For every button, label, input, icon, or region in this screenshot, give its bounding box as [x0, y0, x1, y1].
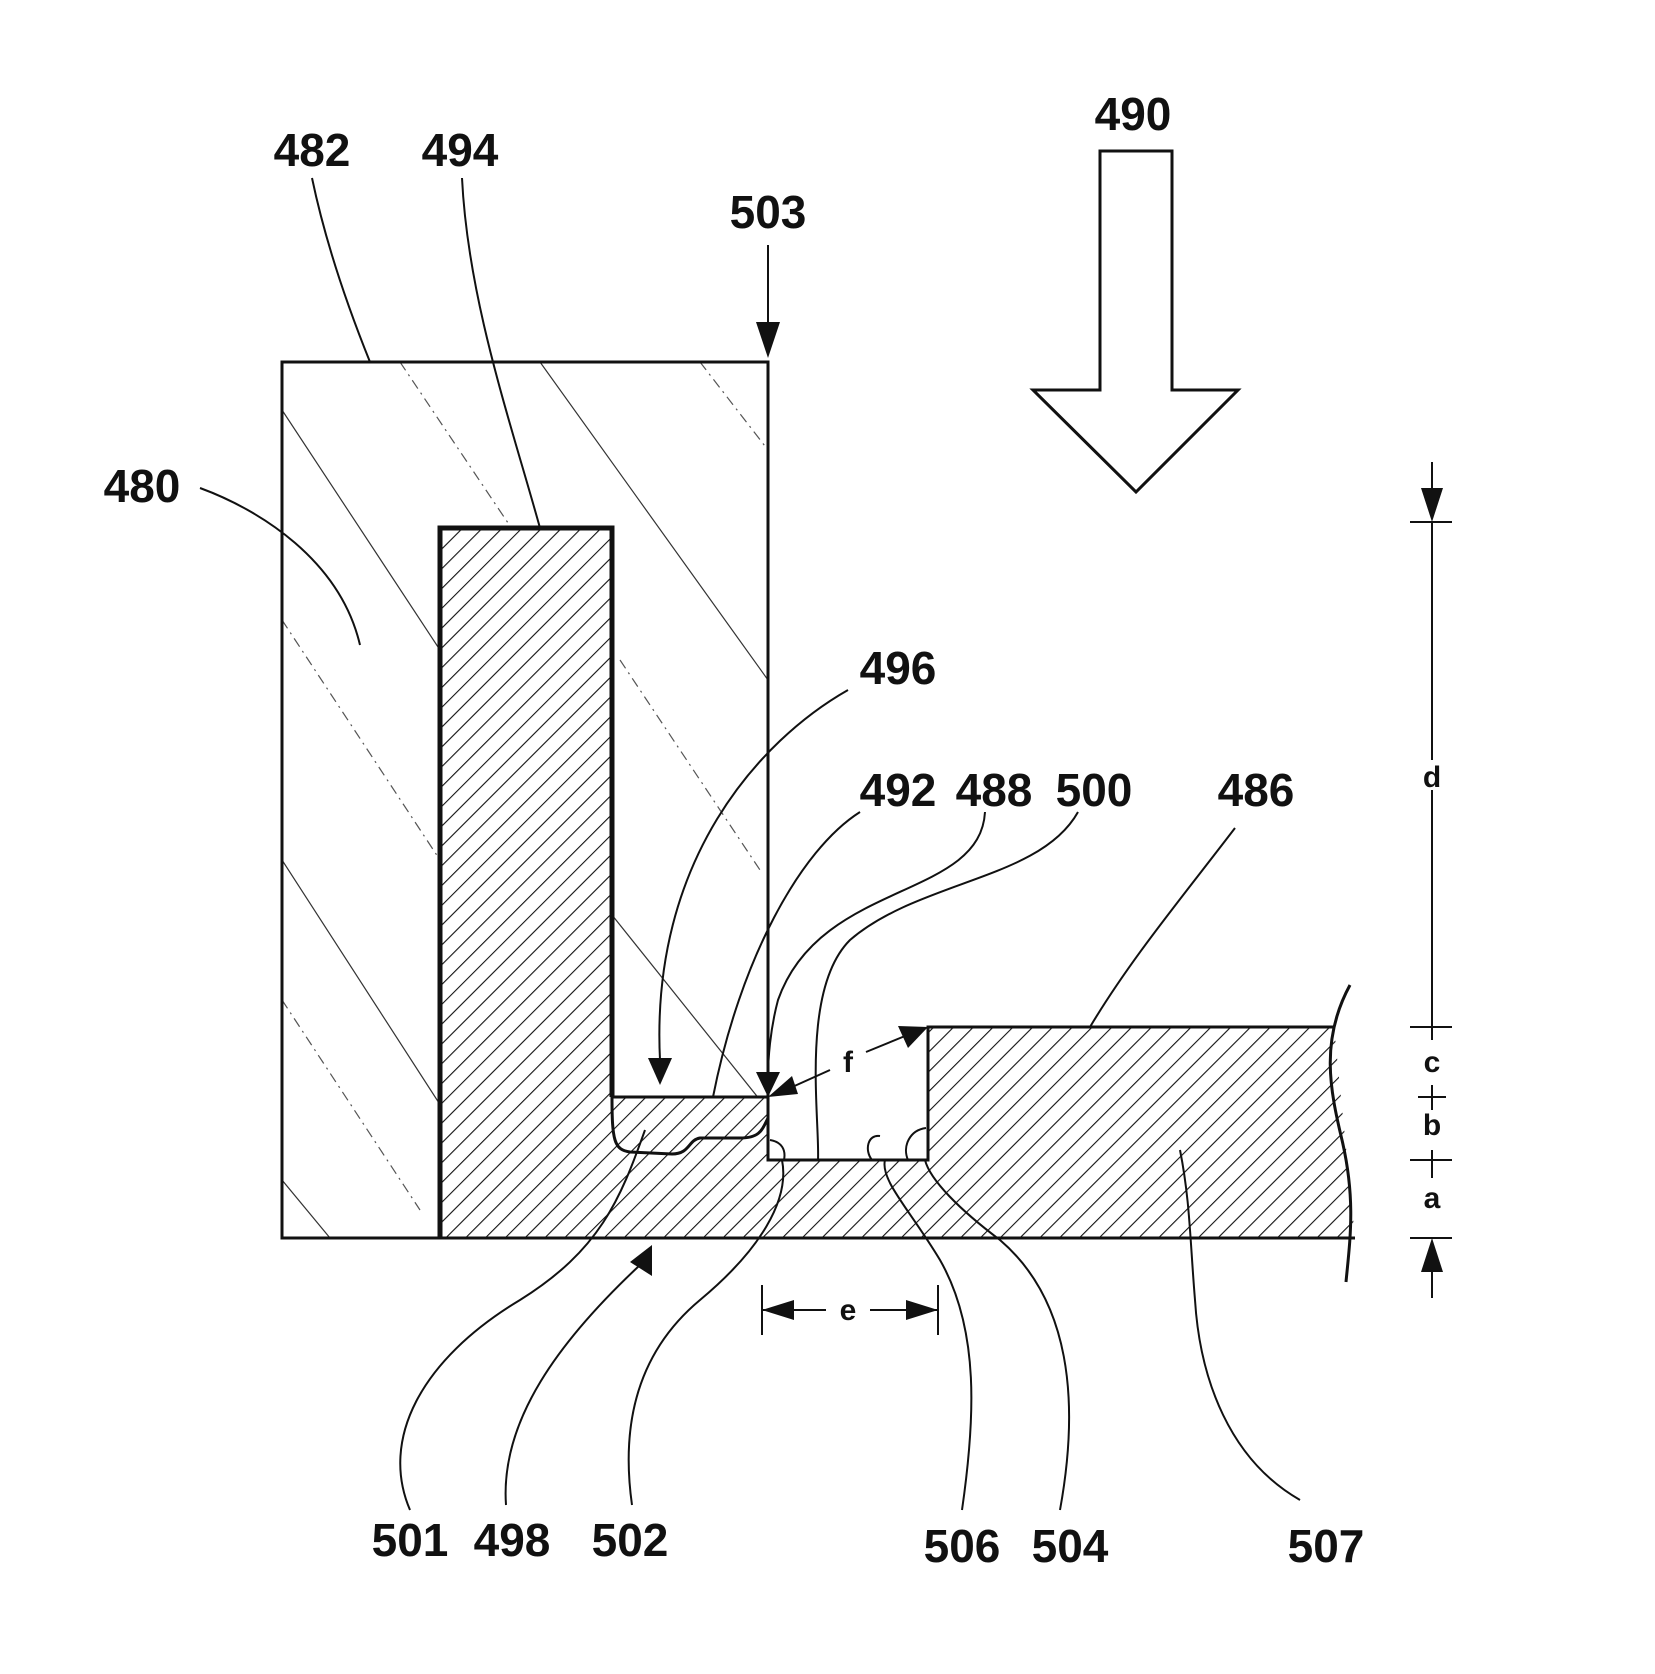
ref-482: 482 [274, 124, 351, 176]
ref-486: 486 [1218, 764, 1295, 816]
ref-501: 501 [372, 1514, 449, 1566]
dim-label-a: a [1424, 1182, 1441, 1215]
dim-label-d: d [1423, 761, 1441, 794]
fillet-arc-left [770, 1140, 784, 1160]
dim-label-c: c [1424, 1046, 1441, 1079]
ref-504: 504 [1032, 1520, 1109, 1572]
hatched-part [440, 528, 1355, 1238]
ref-500: 500 [1056, 764, 1133, 816]
ref-490: 490 [1095, 88, 1172, 140]
ref-498: 498 [474, 1514, 551, 1566]
fillet-arc-mid [868, 1136, 880, 1160]
dimension-vertical [1410, 462, 1452, 1298]
ref-496: 496 [860, 642, 937, 694]
dim-label-b: b [1423, 1109, 1441, 1142]
ref-480: 480 [104, 460, 181, 512]
fillet-arc-right [906, 1128, 926, 1160]
arrow-503 [756, 245, 780, 358]
ref-492: 492 [860, 764, 937, 816]
ref-506: 506 [924, 1520, 1001, 1572]
ref-503: 503 [730, 186, 807, 238]
ref-507: 507 [1288, 1520, 1365, 1572]
ref-488: 488 [956, 764, 1033, 816]
ref-502: 502 [592, 1514, 669, 1566]
dim-label-f: f [843, 1046, 854, 1079]
direction-arrow [1033, 151, 1238, 492]
dim-label-e: e [840, 1294, 857, 1327]
ref-494: 494 [422, 124, 499, 176]
